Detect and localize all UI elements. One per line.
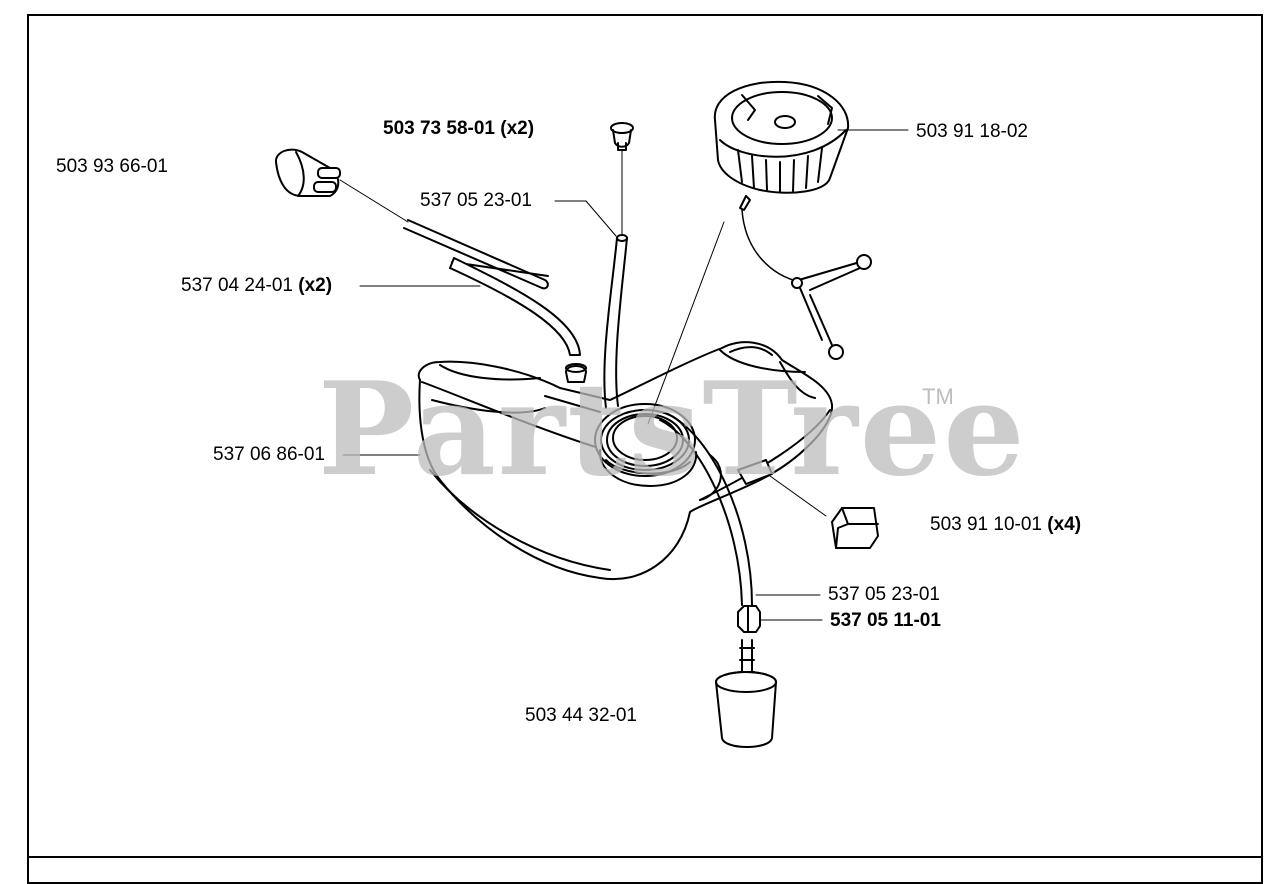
part-number: 503 73 58-01 [383, 118, 495, 139]
label-fuel-cap[interactable]: 503 91 18-02 [916, 121, 1028, 143]
watermark-trademark: TM [922, 384, 954, 409]
label-primer-bulb[interactable]: 503 93 66-01 [56, 156, 168, 178]
part-number: 503 44 32-01 [525, 705, 637, 726]
label-hose-fitting[interactable]: 537 05 11-01 [830, 610, 941, 632]
fuel-filter[interactable] [715, 639, 777, 748]
tank-filler-neck [594, 403, 698, 487]
part-number: 537 06 86-01 [213, 444, 325, 465]
primer-bulb[interactable] [275, 148, 409, 223]
label-fuel-hose-lower[interactable]: 537 05 23-01 [828, 584, 940, 606]
part-number: 503 91 10-01 [930, 514, 1042, 535]
leader-lines [342, 129, 909, 621]
rubber-mount[interactable] [737, 459, 879, 549]
watermark-text: PartsTree [318, 355, 1027, 505]
fuel-cap[interactable] [713, 80, 850, 194]
label-fuel-hose-upper[interactable]: 537 05 23-01 [420, 190, 532, 212]
part-number: 503 93 66-01 [56, 156, 168, 177]
part-number: 537 04 24-01 [181, 275, 293, 296]
part-number: 503 91 18-02 [916, 121, 1028, 142]
label-top-grommet[interactable]: 503 73 58-01 (x2) [383, 118, 534, 140]
part-number: 537 05 23-01 [420, 190, 532, 211]
quantity: (x4) [1047, 514, 1082, 535]
quantity: (x2) [500, 118, 535, 139]
fuel-hose-lower[interactable] [659, 413, 753, 606]
top-grommet[interactable] [610, 122, 634, 151]
quantity: (x2) [298, 275, 333, 296]
label-fuel-filter[interactable]: 503 44 32-01 [525, 705, 637, 727]
label-rubber-mount[interactable]: 503 91 10-01 (x4) [930, 514, 1081, 536]
label-breather-tubes[interactable]: 537 04 24-01 (x2) [181, 275, 332, 297]
cap-retainer[interactable] [739, 195, 872, 360]
fuel-hose-upper[interactable] [603, 149, 628, 409]
part-number: 537 05 11-01 [830, 610, 941, 631]
bottom-divider [27, 856, 1263, 858]
breather-tubes[interactable] [403, 219, 581, 356]
hose-fitting[interactable] [737, 605, 761, 633]
label-fuel-tank[interactable]: 537 06 86-01 [213, 444, 325, 466]
tank-grommet[interactable] [565, 363, 587, 383]
part-number: 537 05 23-01 [828, 584, 940, 605]
